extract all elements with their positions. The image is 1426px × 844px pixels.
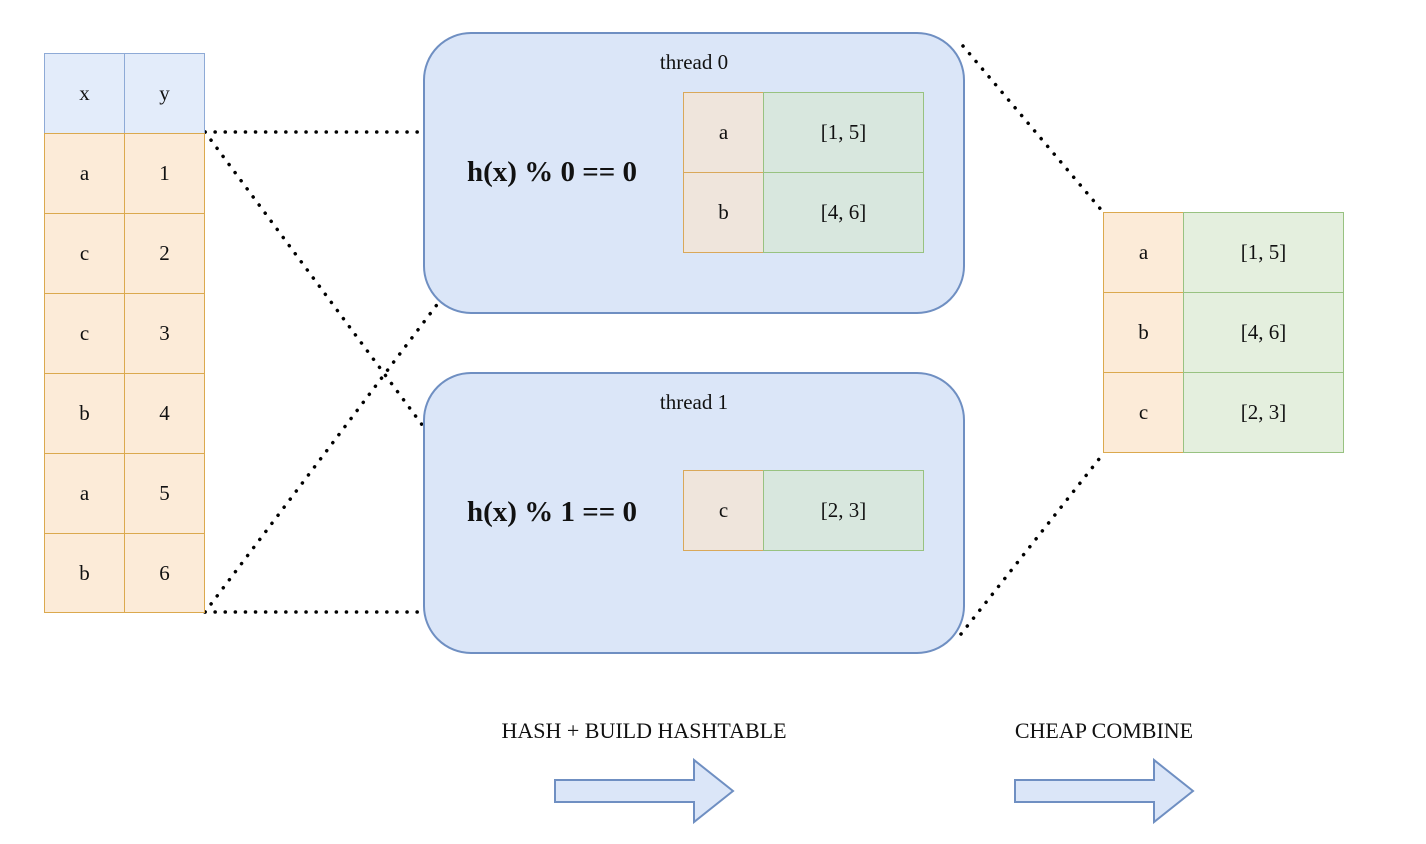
- thread-0-condition: h(x) % 0 == 0: [467, 156, 637, 188]
- output-key-1: a: [1103, 212, 1184, 293]
- output-key-2: b: [1103, 292, 1184, 373]
- step-combine-arrow-icon: [1014, 757, 1195, 825]
- connector-row1-thread1: [203, 130, 425, 428]
- input-row-6-x: b: [44, 533, 125, 613]
- input-header-x: x: [44, 53, 125, 134]
- input-header-y: y: [124, 53, 205, 134]
- thread-0-value-1: [1, 5]: [763, 92, 924, 173]
- output-key-3: c: [1103, 372, 1184, 453]
- input-row-5-x: a: [44, 453, 125, 534]
- connector-row6-thread0: [203, 296, 444, 614]
- thread-1-title: thread 1: [659, 390, 729, 414]
- thread-0-key-1: a: [683, 92, 764, 173]
- output-value-2: [4, 6]: [1183, 292, 1344, 373]
- input-row-1-x: a: [44, 133, 125, 214]
- connector-thread0-output: [961, 44, 1105, 214]
- input-row-6-y: 6: [124, 533, 205, 613]
- input-row-2-x: c: [44, 213, 125, 294]
- step-combine-label: CHEAP COMBINE: [1014, 718, 1194, 743]
- step-hash-build-label: HASH + BUILD HASHTABLE: [501, 718, 787, 743]
- thread-1-condition: h(x) % 1 == 0: [467, 496, 637, 528]
- input-row-3-x: c: [44, 293, 125, 374]
- input-row-4-y: 4: [124, 373, 205, 454]
- step-hash-build-arrow-icon: [554, 757, 735, 825]
- output-value-1: [1, 5]: [1183, 212, 1344, 293]
- thread-0-title: thread 0: [659, 50, 729, 74]
- input-row-4-x: b: [44, 373, 125, 454]
- connector-thread1-output: [959, 452, 1105, 636]
- thread-1-value-1: [2, 3]: [763, 470, 924, 551]
- thread-1-key-1: c: [683, 470, 764, 551]
- output-value-3: [2, 3]: [1183, 372, 1344, 453]
- input-row-1-y: 1: [124, 133, 205, 214]
- input-row-3-y: 3: [124, 293, 205, 374]
- input-row-5-y: 5: [124, 453, 205, 534]
- thread-0-key-2: b: [683, 172, 764, 253]
- input-row-2-y: 2: [124, 213, 205, 294]
- thread-0-value-2: [4, 6]: [763, 172, 924, 253]
